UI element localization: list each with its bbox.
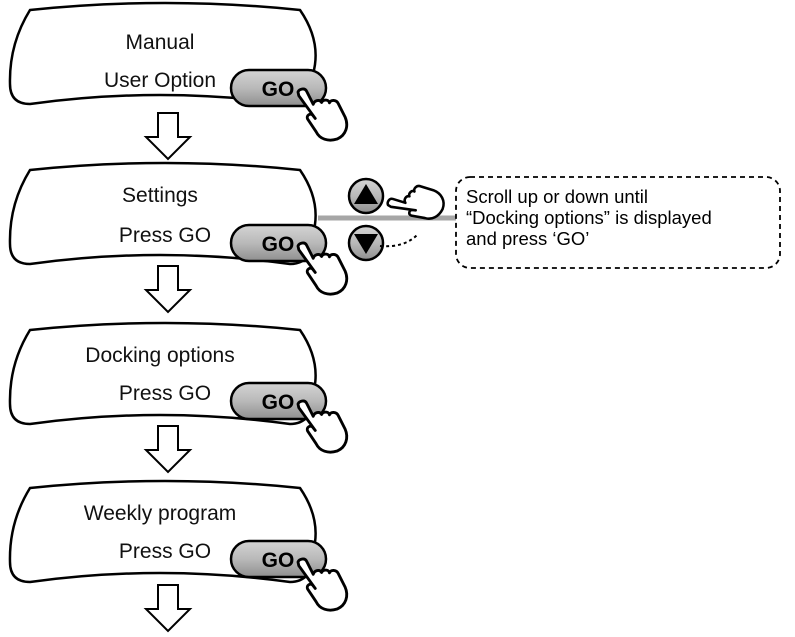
note-box (455, 176, 781, 269)
note-line-2: “Docking options” is displayed (466, 207, 712, 228)
hand-pointer-icon (385, 171, 451, 233)
screen-line1: Weekly program (84, 502, 237, 525)
screen-line1: Settings (122, 184, 198, 207)
screen-line2: Press GO (119, 382, 211, 405)
down-arrow-icon (145, 584, 191, 632)
triangle-up-icon (354, 184, 378, 204)
screen-line1: Manual (126, 31, 195, 54)
down-arrow-icon (145, 265, 191, 313)
screen-line2: Press GO (119, 224, 211, 247)
scroll-up-button[interactable] (347, 177, 385, 215)
swipe-path-dotted (379, 233, 419, 248)
note-line-1: Scroll up or down until (466, 186, 648, 207)
screen-line2: User Option (104, 69, 216, 92)
scroll-down-button[interactable] (347, 224, 385, 262)
go-button-label: GO (262, 549, 295, 572)
screen-line2: Press GO (119, 540, 211, 563)
step-docking-options: Docking options Press GO GO (8, 321, 352, 459)
down-arrow-icon (145, 112, 191, 160)
triangle-down-icon (354, 234, 378, 254)
step-manual: Manual User Option GO (8, 1, 352, 147)
screen-line1: Docking options (85, 344, 234, 367)
note-line-3: and press ‘GO’ (466, 228, 589, 249)
go-button-label: GO (262, 78, 295, 101)
step-weekly-program: Weekly program Press GO GO (8, 479, 352, 617)
go-button-label: GO (262, 391, 295, 414)
down-arrow-icon (145, 425, 191, 473)
instruction-note: Scroll up or down until “Docking options… (455, 176, 781, 269)
step-settings: Settings Press GO GO (8, 161, 352, 301)
go-button-label: GO (262, 233, 295, 256)
